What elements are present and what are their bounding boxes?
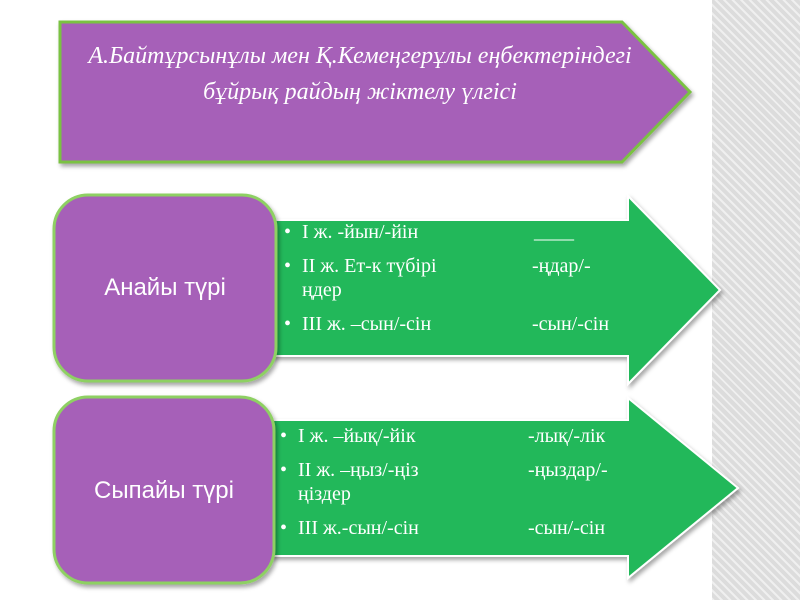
person-form: І ж. -йын/-йін: [302, 221, 419, 243]
person-form: ІІІ ж. –сын/-сін: [302, 313, 432, 335]
ending: -ңдар/-ңдер: [302, 255, 591, 301]
list-item: ІІІ ж. –сын/-сін -сын/-сін: [282, 312, 622, 336]
ending: -лық/-лік: [528, 425, 606, 447]
list-item: І ж. –йық/-йік -лық/-лік: [278, 424, 628, 448]
section-1-pill-shape: [52, 193, 278, 383]
diagram-title: А.Байтұрсынұлы мен Қ.Кемеңгерұлы еңбекте…: [88, 43, 632, 105]
list-item: ІІ ж. –ңыз/-ңіз-ңыздар/-ңіздер: [278, 458, 628, 506]
ending: -сын/-сін: [532, 313, 610, 335]
person-form: ІІ ж. –ңыз/-ңіз: [298, 459, 419, 481]
section-2-pill-shape: [52, 395, 276, 585]
decorative-side-band: [712, 0, 800, 600]
list-item: І ж. -йын/-йін ____: [282, 220, 622, 244]
ending: -ңыздар/-ңіздер: [298, 459, 608, 505]
section-2-list: І ж. –йық/-йік-лық/-лік ІІ ж. –ңыз/-ңіз-…: [278, 424, 628, 550]
person-form: ІІІ ж.-сын/-сін: [298, 517, 419, 539]
person-form: І ж. –йық/-йік: [298, 425, 416, 447]
list-item: ІІ ж. Ет-к түбірі-ңдар/-ңдер: [282, 254, 622, 302]
section-2-label: Сыпайы түрі: [94, 477, 234, 504]
title-arrow-shape: [58, 20, 693, 164]
section-1-list: І ж. -йын/-йін ____ ІІ ж. Ет-к түбірі-ңда…: [282, 220, 622, 346]
list-item: ІІІ ж.-сын/-сін -сын/-сін: [278, 516, 628, 540]
ending: -сын/-сін: [528, 517, 606, 539]
person-form: ІІ ж. Ет-к түбірі: [302, 255, 437, 277]
ending: ____: [534, 221, 574, 243]
section-1-label: Анайы түрі: [104, 274, 226, 301]
